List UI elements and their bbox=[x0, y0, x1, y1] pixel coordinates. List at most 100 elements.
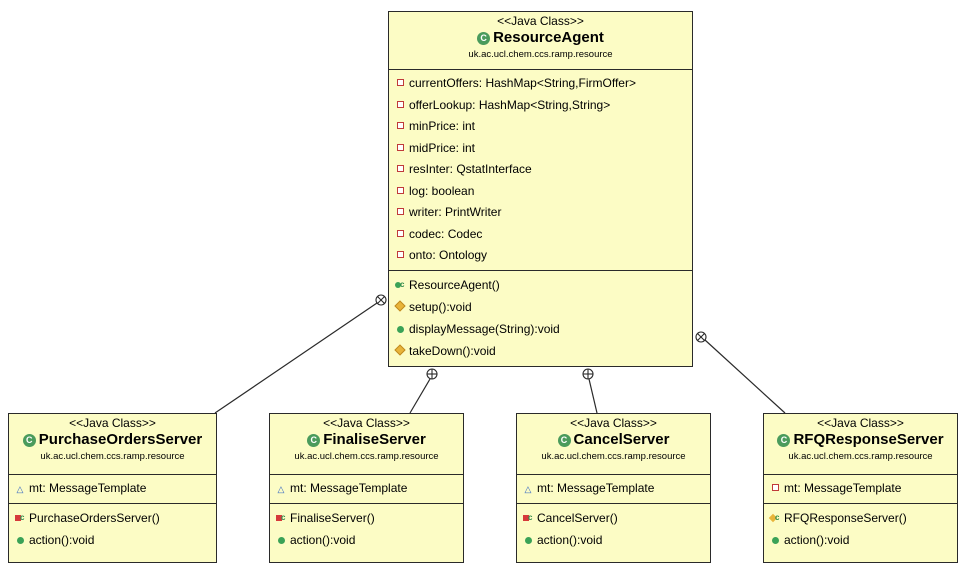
fields-section: △mt: MessageTemplate bbox=[9, 475, 216, 504]
field-row-text: currentOffers: HashMap<String,FirmOffer> bbox=[409, 76, 636, 90]
field-row[interactable]: mt: MessageTemplate bbox=[764, 478, 957, 500]
connector-rfqresponseserver bbox=[704, 339, 786, 414]
method-row-text: FinaliseServer() bbox=[290, 510, 375, 525]
class-package: uk.ac.ucl.chem.ccs.ramp.resource bbox=[788, 451, 933, 462]
class-name-text: FinaliseServer bbox=[323, 431, 426, 448]
class-icon: C bbox=[22, 434, 36, 447]
private-constructor-icon: c bbox=[522, 507, 534, 529]
class-package: uk.ac.ucl.chem.ccs.ramp.resource bbox=[541, 451, 686, 462]
class-stereotype: <<Java Class>> bbox=[817, 416, 904, 430]
method-row[interactable]: action():void bbox=[270, 529, 463, 551]
class-package: uk.ac.ucl.chem.ccs.ramp.resource bbox=[468, 49, 613, 60]
class-stereotype: <<Java Class>> bbox=[497, 14, 584, 28]
field-row[interactable]: △ mt: MessageTemplate bbox=[270, 478, 463, 500]
class-stereotype: <<Java Class>> bbox=[69, 416, 156, 430]
private-field-icon bbox=[394, 159, 406, 181]
class-package: uk.ac.ucl.chem.ccs.ramp.resource bbox=[40, 451, 185, 462]
class-stereotype: <<Java Class>> bbox=[323, 416, 410, 430]
field-row-text: mt: MessageTemplate bbox=[29, 481, 147, 495]
field-row[interactable]: log: boolean bbox=[389, 181, 692, 203]
fields-section: mt: MessageTemplate bbox=[764, 475, 957, 504]
field-row[interactable]: △mt: MessageTemplate bbox=[517, 478, 710, 500]
connector-purchaseordersserver bbox=[214, 302, 378, 414]
fields-section: △mt: MessageTemplate bbox=[517, 475, 710, 504]
class-stereotype: <<Java Class>> bbox=[570, 416, 657, 430]
class-name-text: PurchaseOrdersServer bbox=[38, 431, 203, 448]
method-row[interactable]: action():void bbox=[764, 529, 957, 551]
public-method-icon bbox=[522, 529, 534, 551]
public-method-icon bbox=[275, 529, 287, 551]
private-field-icon bbox=[394, 116, 406, 138]
class-name-text: RFQResponseServer bbox=[793, 431, 944, 448]
field-row[interactable]: onto: Ontology bbox=[389, 245, 692, 267]
private-constructor-icon: c bbox=[275, 507, 287, 529]
nesting-anchor-icon bbox=[375, 294, 387, 306]
method-row[interactable]: displayMessage(String):void bbox=[389, 318, 692, 340]
connector-cancelserver bbox=[588, 378, 598, 414]
private-field-icon bbox=[394, 138, 406, 160]
field-row[interactable]: minPrice: int bbox=[389, 116, 692, 138]
field-row-text: midPrice: int bbox=[409, 140, 476, 155]
private-field-icon bbox=[394, 245, 406, 267]
field-row[interactable]: writer: PrintWriter bbox=[389, 202, 692, 224]
field-row[interactable]: currentOffers: HashMap<String,FirmOffer> bbox=[389, 73, 692, 95]
public-constructor-icon: c bbox=[394, 274, 406, 296]
field-row-text: mt: MessageTemplate bbox=[290, 481, 408, 495]
field-row-text: log: boolean bbox=[409, 183, 475, 198]
method-row[interactable]: setup():void bbox=[389, 296, 692, 318]
nesting-anchor-icon bbox=[582, 368, 594, 380]
nesting-anchor-icons bbox=[375, 294, 707, 380]
class-icon: C bbox=[557, 434, 571, 447]
field-row[interactable]: codec: Codec bbox=[389, 224, 692, 246]
method-row-text: action():void bbox=[290, 532, 356, 547]
method-row-text: action():void bbox=[29, 532, 95, 547]
method-row[interactable]: action():void bbox=[9, 529, 216, 551]
class-name-text: ResourceAgent bbox=[493, 29, 604, 46]
field-row-text: offerLookup: HashMap<String,String> bbox=[409, 97, 611, 112]
method-row-text: RFQResponseServer() bbox=[784, 510, 907, 525]
method-row[interactable]: takeDown():void bbox=[389, 340, 692, 362]
public-method-icon bbox=[14, 529, 26, 551]
field-row[interactable]: resInter: QstatInterface bbox=[389, 159, 692, 181]
method-row-text: action():void bbox=[784, 532, 850, 547]
field-row-text: writer: PrintWriter bbox=[409, 205, 502, 219]
nesting-anchor-icon bbox=[695, 331, 707, 343]
private-constructor-icon: c bbox=[14, 507, 26, 529]
method-row-text: CancelServer() bbox=[537, 510, 618, 525]
nesting-connectors bbox=[214, 294, 786, 414]
method-row[interactable]: action():void bbox=[517, 529, 710, 551]
field-row[interactable]: △mt: MessageTemplate bbox=[9, 478, 216, 500]
field-row[interactable]: offerLookup: HashMap<String,String> bbox=[389, 95, 692, 117]
package-field-icon: △ bbox=[277, 484, 285, 494]
class-package: uk.ac.ucl.chem.ccs.ramp.resource bbox=[294, 451, 439, 462]
public-method-icon bbox=[394, 318, 406, 340]
class-icon: C bbox=[307, 434, 321, 447]
package-field-icon: △ bbox=[524, 484, 532, 494]
method-row-text: action():void bbox=[537, 532, 603, 547]
private-field-icon bbox=[769, 478, 781, 500]
field-row[interactable]: midPrice: int bbox=[389, 138, 692, 160]
fields-section: △ mt: MessageTemplate bbox=[270, 475, 463, 504]
field-row-text: resInter: QstatInterface bbox=[409, 162, 532, 176]
field-row-text: onto: Ontology bbox=[409, 248, 488, 262]
